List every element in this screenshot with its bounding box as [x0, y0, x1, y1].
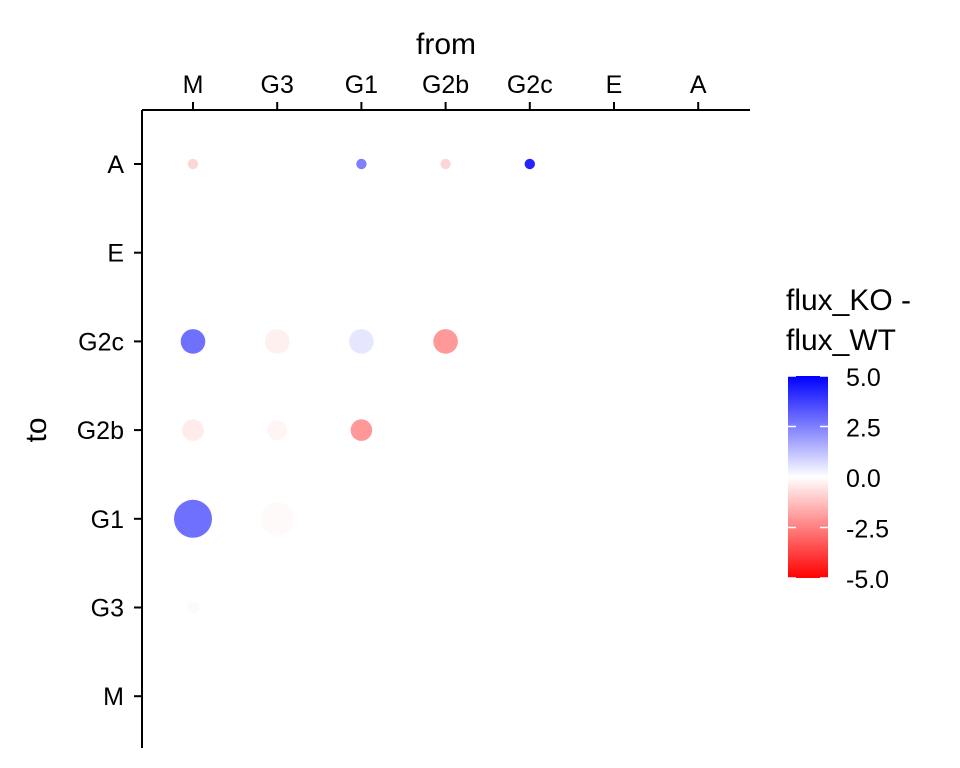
- y-tick-label: M: [103, 683, 124, 711]
- x-axis-title: from: [416, 28, 476, 61]
- data-point: [187, 158, 199, 170]
- y-tick-label: G2b: [77, 417, 124, 445]
- data-points: [174, 158, 535, 614]
- data-point: [264, 329, 290, 354]
- x-tick-label: A: [690, 71, 707, 99]
- x-axis-ticks: M G3 G1 G2b G2c E A: [183, 71, 707, 110]
- y-tick-label: G1: [91, 506, 124, 534]
- data-point: [182, 419, 204, 441]
- data-point: [267, 420, 288, 441]
- x-tick-label: G2c: [507, 71, 553, 99]
- data-point: [180, 329, 206, 354]
- data-point: [524, 158, 535, 170]
- y-tick-label: E: [107, 240, 124, 268]
- x-tick-label: G1: [345, 71, 378, 99]
- plot-axes: [141, 109, 750, 748]
- x-tick-label: G2b: [422, 71, 469, 99]
- legend-tick-label: -5.0: [846, 566, 889, 594]
- legend-title-line-1: flux_KO -: [786, 284, 911, 317]
- color-legend: flux_KO - flux_WT 5.0 2.5 0.0 -2.5 -5.0: [786, 284, 911, 594]
- legend-tick-label: 2.5: [846, 415, 881, 443]
- y-tick-label: A: [107, 151, 124, 179]
- legend-title-line-2: flux_WT: [786, 324, 896, 357]
- legend-tick-label: -2.5: [846, 516, 889, 544]
- data-point: [186, 601, 200, 614]
- data-point: [350, 419, 373, 441]
- legend-tick-label: 5.0: [846, 364, 881, 392]
- x-tick-label: G3: [261, 71, 294, 99]
- legend-ticks: 5.0 2.5 0.0 -2.5 -5.0: [788, 364, 889, 594]
- x-tick-label: M: [183, 71, 204, 99]
- legend-tick-label: 0.0: [846, 465, 881, 493]
- data-point: [260, 502, 295, 536]
- data-point: [440, 158, 451, 170]
- y-tick-label: G2c: [78, 328, 124, 356]
- data-point: [349, 329, 374, 354]
- y-tick-label: G3: [91, 595, 124, 623]
- x-tick-label: E: [606, 71, 623, 99]
- data-point: [356, 158, 367, 170]
- data-point: [433, 329, 458, 354]
- data-point: [174, 499, 212, 538]
- y-axis-title: to: [20, 417, 53, 442]
